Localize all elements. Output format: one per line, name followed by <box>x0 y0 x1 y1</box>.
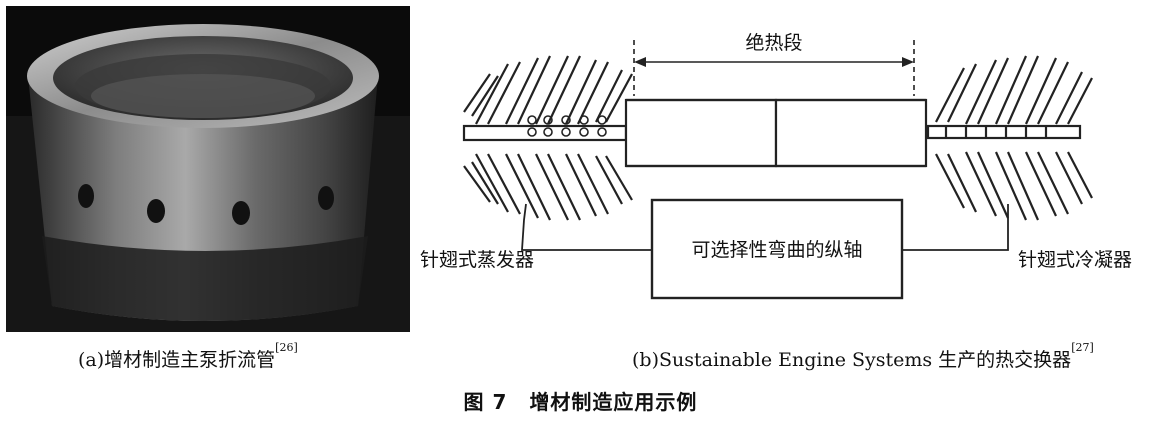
photo-baffle-pipe <box>6 6 410 332</box>
evaporator-label: 针翅式蒸发器 <box>420 249 534 271</box>
subfigure-b-caption: (b)Sustainable Engine Systems 生产的热交换器[27… <box>632 341 1094 372</box>
shaft-label: 可选择性弯曲的纵轴 <box>691 239 862 261</box>
condenser-label: 针翅式冷凝器 <box>1018 249 1132 271</box>
figure-title: 图 7 增材制造应用示例 <box>0 386 1161 415</box>
figure-number: 图 7 <box>463 390 508 414</box>
subfigure-a-caption: (a)增材制造主泵折流管[26] <box>78 341 298 372</box>
subfigure-a-ref: [26] <box>275 341 298 354</box>
evaporator-fins-upper <box>463 55 633 125</box>
condenser-fins-lower <box>935 151 1093 221</box>
subfigure-b-label: (b) <box>632 349 659 371</box>
figure-title-text: 增材制造应用示例 <box>529 390 698 414</box>
adiabatic-section-label: 绝热段 <box>745 32 802 54</box>
evaporator-fins-lower <box>463 153 633 221</box>
subfigure-b-text: Sustainable Engine Systems 生产的热交换器 <box>659 349 1072 371</box>
condenser-fins-upper <box>935 55 1093 125</box>
heat-exchanger-diagram: 绝热段 可选择性弯曲的纵轴 针翅式蒸发器 针翅式冷凝器 <box>416 4 1156 334</box>
subfigure-a-text: 增材制造主泵折流管 <box>104 349 276 371</box>
subfigure-b-ref: [27] <box>1071 341 1094 354</box>
subfigure-a-label: (a) <box>78 349 105 371</box>
